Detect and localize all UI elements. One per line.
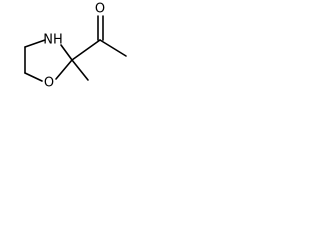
molecule-structure: NH O O: [24, 2, 127, 91]
atom-oxygen-ring-label: O: [44, 76, 54, 91]
bond-o1-c2: [55, 59, 73, 80]
bond-c5-o1: [24, 72, 43, 82]
atom-oxygen-carbonyl-label: O: [95, 2, 105, 17]
atom-nitrogen-label: NH: [43, 33, 63, 48]
bond-n3-c4: [24, 39, 46, 48]
bond-c2-n3: [60, 44, 73, 61]
bond-carbonyl-methyl: [99, 39, 127, 57]
bond-c2-carbonyl: [71, 39, 101, 61]
bond-c2-methyl: [71, 59, 89, 81]
